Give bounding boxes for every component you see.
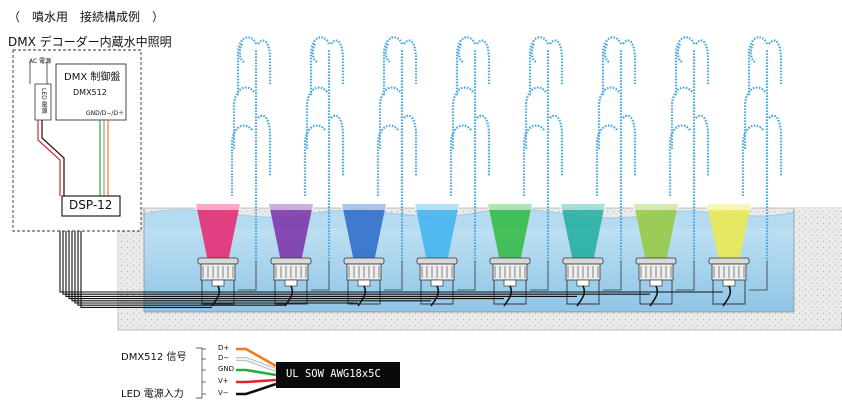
water-jet <box>595 36 637 262</box>
dmx-panel-model: DMX512 <box>73 88 107 97</box>
led-power-label: LED 電源 <box>40 88 47 114</box>
light-beam <box>196 204 240 262</box>
light-bezel <box>708 257 750 265</box>
light-beams <box>192 196 755 262</box>
light-beam <box>561 204 605 262</box>
light-beam <box>269 204 313 262</box>
beam-haze <box>192 196 244 210</box>
underwater-light <box>708 257 768 307</box>
beam-haze <box>557 196 609 210</box>
beam-haze <box>630 196 682 210</box>
light-beam <box>342 204 386 262</box>
beam-haze <box>265 196 317 210</box>
water-jet <box>376 36 418 262</box>
light-bezel <box>416 257 458 265</box>
light-beam <box>707 204 751 262</box>
wire <box>236 357 277 372</box>
light-bezel <box>270 257 312 265</box>
bracket <box>196 347 203 399</box>
wire <box>236 382 277 396</box>
diagram-subtitle: DMX デコーダー内蔵水中照明 <box>8 35 172 49</box>
light-beam <box>488 204 532 262</box>
trunk-cable <box>80 216 212 308</box>
led-power-supply <box>34 83 52 121</box>
light-bezel <box>562 257 604 265</box>
light-bezel <box>343 257 385 265</box>
trunk-cable <box>59 216 723 293</box>
trunk-cable <box>65 216 577 297</box>
cable-jacket <box>276 362 400 388</box>
wire-label: GND <box>218 365 235 373</box>
cable-detail <box>196 347 400 399</box>
wire <box>236 368 277 377</box>
water-jet <box>449 36 491 262</box>
light-bezel <box>635 257 677 265</box>
underwater-light <box>270 257 330 307</box>
underwater-light <box>197 257 257 307</box>
dsp-12-box <box>61 195 121 217</box>
wire-label: V+ <box>218 377 229 385</box>
trunk-cable <box>62 216 650 295</box>
wire-label: V− <box>218 389 229 397</box>
fountain-jets <box>230 36 783 262</box>
diagram-title: （ 噴水用 接続構成例 ） <box>8 10 165 24</box>
beam-haze <box>703 196 755 210</box>
water-jet <box>230 36 272 262</box>
cable-spec: UL SOW AWG18x5C <box>286 368 381 380</box>
dmx-panel-terminals: GND/D−/D＋ <box>86 110 125 117</box>
light-beam <box>415 204 459 262</box>
wire-label: D− <box>218 354 230 362</box>
cable-trunk <box>59 216 723 308</box>
light-bezel <box>197 257 239 265</box>
water-jet <box>668 36 710 262</box>
ac-power-label: AC 電源 <box>29 58 52 65</box>
signal-group-label: DMX512 信号 <box>121 352 187 363</box>
water-jet <box>522 36 564 262</box>
wire <box>236 347 277 368</box>
dmx-control-panel <box>55 63 127 121</box>
power-group-label: LED 電源入力 <box>121 389 184 400</box>
trunk-cable <box>74 216 358 304</box>
beam-haze <box>338 196 390 210</box>
wire <box>236 378 277 384</box>
beam-haze <box>411 196 463 210</box>
trunk-cable <box>77 216 285 306</box>
controller-enclosure <box>12 49 142 232</box>
pool-water <box>144 226 794 312</box>
light-beam <box>634 204 678 262</box>
trunk-cable <box>71 216 431 302</box>
water-jet <box>741 36 783 262</box>
beam-haze <box>484 196 536 210</box>
trunk-cable <box>68 216 504 300</box>
dsp-label: DSP-12 <box>69 198 113 212</box>
dmx-panel-title: DMX 制御盤 <box>64 72 121 83</box>
water-jet <box>303 36 345 262</box>
light-bezel <box>489 257 531 265</box>
wire-label: D+ <box>218 344 230 352</box>
